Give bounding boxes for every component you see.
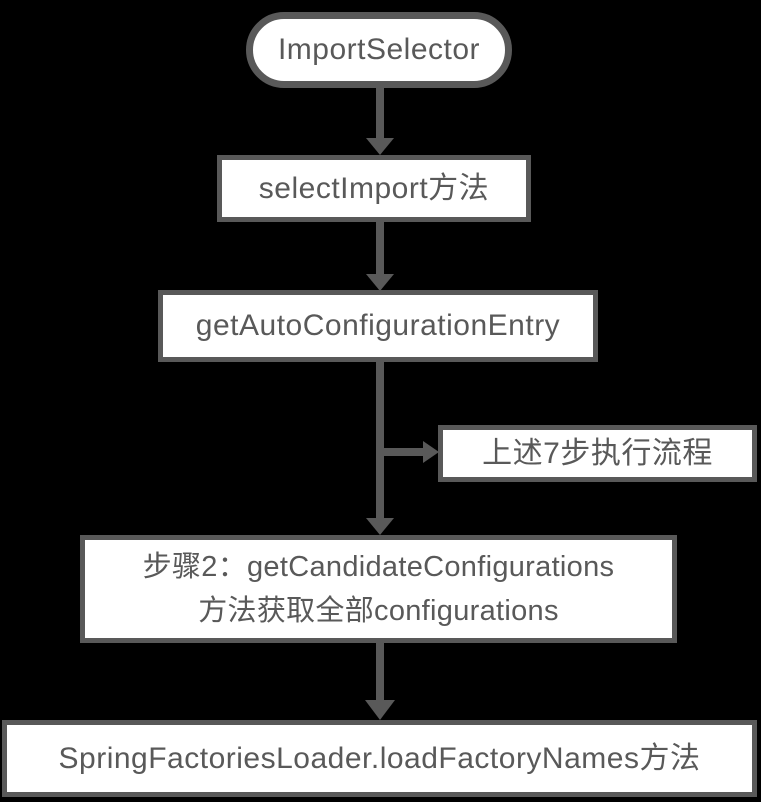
- node-import-selector-label: ImportSelector: [277, 33, 481, 66]
- node-select-import-label: selectImport方法: [258, 171, 490, 205]
- connector-start-to-selectimport: [376, 86, 384, 138]
- node-side-note: 上述7步执行流程: [438, 425, 757, 482]
- node-select-import: selectImport方法: [217, 155, 531, 222]
- arrowhead-down-icon: [366, 274, 394, 291]
- node-side-note-label: 上述7步执行流程: [482, 436, 713, 470]
- arrowhead-down-icon: [366, 518, 394, 535]
- node-get-candidate-configurations-line2: 方法获取全部configurations: [198, 595, 559, 627]
- arrowhead-down-icon: [365, 700, 395, 720]
- connector-selectimport-to-getauto: [376, 220, 384, 276]
- connector-branch-to-sidenote: [380, 448, 425, 456]
- arrowhead-right-icon: [423, 441, 439, 463]
- node-get-candidate-configurations-line1: 步骤2：getCandidateConfigurations: [142, 551, 615, 583]
- node-get-auto-configuration-entry: getAutoConfigurationEntry: [158, 290, 598, 362]
- connector-getauto-to-candidate: [376, 360, 384, 518]
- arrowhead-down-icon: [366, 138, 394, 155]
- node-load-factory-names: SpringFactoriesLoader.loadFactoryNames方法: [2, 720, 757, 797]
- node-get-auto-configuration-entry-label: getAutoConfigurationEntry: [195, 309, 561, 342]
- connector-candidate-to-loadfactory: [376, 641, 384, 701]
- node-load-factory-names-label: SpringFactoriesLoader.loadFactoryNames方法: [58, 741, 701, 775]
- node-get-candidate-configurations: 步骤2：getCandidateConfigurations 方法获取全部con…: [80, 535, 677, 643]
- node-import-selector: ImportSelector: [246, 12, 512, 88]
